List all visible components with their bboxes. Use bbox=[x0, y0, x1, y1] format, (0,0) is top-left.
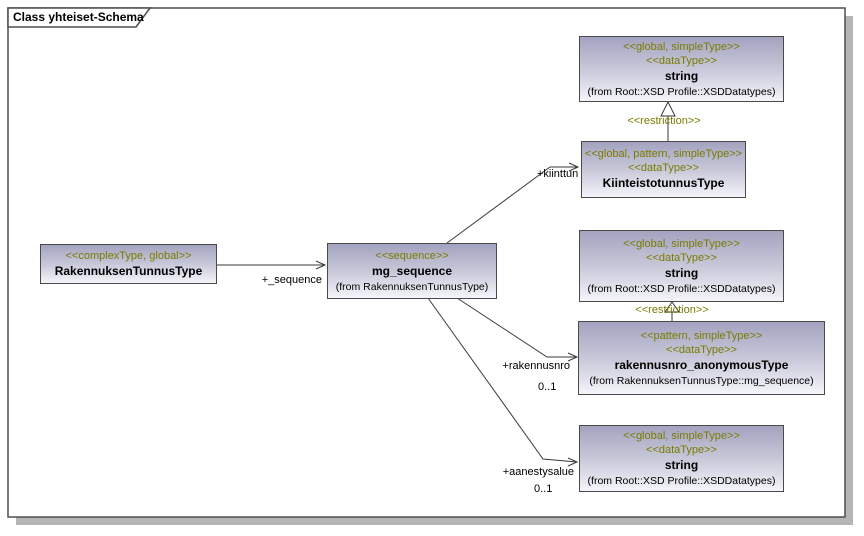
association-aanestysalue-line[interactable] bbox=[427, 297, 578, 463]
class-name: RakennuksenTunnusType bbox=[54, 263, 203, 278]
generalization-restriction-mid[interactable] bbox=[664, 301, 680, 322]
role-label-sequence[interactable]: +_sequence bbox=[261, 274, 322, 286]
frame-name-tab[interactable] bbox=[7, 7, 152, 28]
role-label-aanestysalue[interactable]: +aanestysalue bbox=[502, 466, 574, 478]
multiplicity-label-aanestysalue[interactable]: 0..1 bbox=[534, 483, 553, 495]
class-box-rakennusnro-anonymoustype[interactable]: <<pattern, simpleType>> <<dataType>> rak… bbox=[578, 321, 825, 395]
association-kiinttun-line[interactable] bbox=[446, 166, 578, 244]
from-package-label: (from Root::XSD Profile::XSDDatatypes) bbox=[587, 85, 776, 98]
from-package-label: (from Root::XSD Profile::XSDDatatypes) bbox=[587, 475, 776, 487]
stereotype-label: <<global, simpleType>> bbox=[623, 40, 740, 53]
association-sequence[interactable] bbox=[217, 260, 327, 270]
hollow-triangle-arrowhead bbox=[660, 100, 676, 117]
class-name: string bbox=[664, 68, 699, 83]
open-arrowhead bbox=[568, 162, 580, 172]
hollow-triangle-arrowhead bbox=[664, 301, 680, 313]
class-box-rakennuksentunnustype[interactable]: <<complexType, global>> RakennuksenTunnu… bbox=[40, 244, 217, 284]
class-box-mg-sequence[interactable]: <<sequence>> mg_sequence (from Rakennuks… bbox=[327, 243, 497, 299]
stereotype-label: <<dataType>> bbox=[666, 343, 737, 356]
class-box-string-mid[interactable]: <<global, simpleType>> <<dataType>> stri… bbox=[579, 230, 784, 302]
class-name: string bbox=[664, 458, 699, 472]
class-box-string-top[interactable]: <<global, simpleType>> <<dataType>> stri… bbox=[579, 36, 784, 102]
class-name: string bbox=[664, 265, 699, 280]
class-name: rakennusnro_anonymousType bbox=[614, 357, 789, 372]
stereotype-label: <<sequence>> bbox=[375, 249, 449, 262]
association-rakennusnro[interactable] bbox=[456, 297, 579, 362]
stereotype-label-restriction-mid[interactable]: <<restriction>> bbox=[635, 304, 709, 316]
association-aanestysalue[interactable] bbox=[427, 297, 579, 467]
open-arrowhead bbox=[567, 457, 579, 467]
class-name: KiinteistotunnusType bbox=[602, 176, 725, 190]
stereotype-label: <<global, simpleType>> bbox=[623, 430, 740, 442]
association-rakennusnro-line[interactable] bbox=[456, 297, 577, 358]
role-label-kiinttun[interactable]: +kiinttun bbox=[537, 168, 579, 180]
association-kiinttun[interactable] bbox=[446, 162, 580, 244]
class-name: mg_sequence bbox=[371, 263, 453, 278]
open-arrowhead bbox=[567, 352, 579, 362]
open-arrowhead bbox=[315, 260, 327, 270]
stereotype-label: <<dataType>> bbox=[646, 444, 717, 456]
stereotype-label: <<dataType>> bbox=[646, 54, 717, 67]
from-package-label: (from Root::XSD Profile::XSDDatatypes) bbox=[587, 282, 776, 295]
class-box-kiinteistotunnustype[interactable]: <<global, pattern, simpleType>> <<dataTy… bbox=[581, 141, 746, 198]
role-label-rakennusnro[interactable]: +rakennusnro bbox=[502, 360, 570, 372]
class-box-string-bottom[interactable]: <<global, simpleType>> <<dataType>> stri… bbox=[579, 425, 784, 492]
generalization-restriction-top[interactable] bbox=[660, 100, 676, 141]
stereotype-label-restriction-top[interactable]: <<restriction>> bbox=[627, 115, 701, 127]
stereotype-label: <<pattern, simpleType>> bbox=[640, 329, 763, 342]
from-package-label: (from RakennuksenTunnusType::mg_sequence… bbox=[589, 374, 814, 387]
stereotype-label: <<complexType, global>> bbox=[65, 249, 192, 262]
stereotype-label: <<dataType>> bbox=[628, 162, 699, 174]
stereotype-label: <<global, simpleType>> bbox=[623, 237, 740, 250]
stereotype-label: <<dataType>> bbox=[646, 251, 717, 264]
from-package-label: (from RakennuksenTunnusType) bbox=[335, 280, 489, 293]
stereotype-label: <<global, pattern, simpleType>> bbox=[584, 148, 743, 160]
frame-title: Class yhteiset-Schema bbox=[13, 10, 144, 24]
multiplicity-label-rakennusnro[interactable]: 0..1 bbox=[538, 381, 557, 393]
